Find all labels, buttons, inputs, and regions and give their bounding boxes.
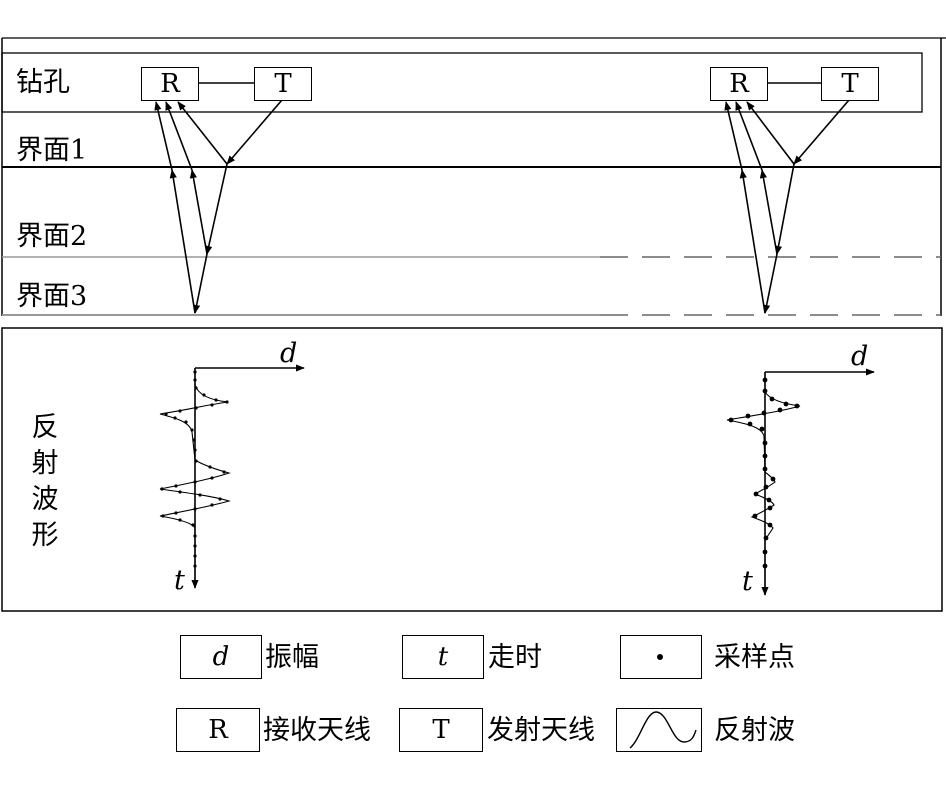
borehole-panel	[1, 37, 946, 316]
interface-3-label: 界面3	[16, 281, 88, 312]
transmitter-antenna-right: T	[821, 67, 879, 101]
legend-receiver-symbol: R	[176, 708, 260, 752]
ray-t-to-interface1-right	[793, 99, 850, 165]
waveform-label-char-1: 反	[31, 412, 59, 443]
waveform-label-char-4: 形	[31, 520, 59, 551]
ray-down-to-interface3-right	[763, 253, 778, 314]
receiver-antenna-left: R	[141, 67, 199, 101]
ray-paths-right	[724, 99, 850, 314]
ray-paths-left	[154, 99, 283, 314]
ray-down-to-interface2-right	[774, 163, 795, 255]
legend-transmitter-symbol: T	[399, 708, 483, 752]
legend-sample-symbol	[620, 635, 702, 679]
ray-up-from-interface3-a-left	[169, 169, 196, 314]
transmitter-antenna-left: T	[254, 67, 312, 101]
waveform-axes-right	[761, 368, 875, 596]
legend-wave-text: 反射波	[714, 715, 795, 746]
ray-up-from-interface3-b-right	[724, 101, 743, 171]
legend-transmitter-text: 发射天线	[487, 715, 595, 746]
legend-wave-symbol	[616, 708, 702, 752]
ray-t-to-interface1-left	[226, 99, 283, 165]
legend-sample-text: 采样点	[714, 642, 795, 673]
waveform-label-char-2: 射	[31, 448, 59, 479]
wave-icon	[629, 711, 697, 749]
borehole	[1, 52, 923, 113]
waveform-trace-right	[726, 372, 801, 588]
ray-up-from-interface2-b-left	[165, 101, 193, 171]
ray-up-from-interface2-b-right	[735, 101, 763, 171]
ray-interface1-to-r-right	[746, 101, 795, 165]
ray-up-from-interface3-a-right	[739, 169, 766, 314]
legend-amplitude-symbol: d	[180, 635, 262, 679]
amplitude-axis-label-left: d	[280, 338, 298, 369]
legend-amplitude-text: 振幅	[265, 642, 319, 673]
dot-icon	[657, 654, 663, 660]
ray-up-from-interface2-a-right	[759, 169, 778, 255]
amplitude-axis-label-right: d	[851, 341, 869, 372]
legend-traveltime-text: 走时	[488, 642, 542, 673]
time-axis-label-right: t	[742, 566, 753, 597]
ray-interface1-to-r-left	[177, 101, 228, 165]
waveform-panel	[1, 327, 943, 612]
ray-down-to-interface2-left	[205, 163, 228, 255]
time-axis-label-left: t	[174, 565, 185, 596]
ray-up-from-interface2-a-left	[189, 169, 208, 255]
waveform-samples-right	[728, 377, 800, 569]
interface-1-label: 界面1	[16, 135, 88, 166]
waveform-label-char-3: 波	[31, 484, 59, 515]
ray-down-to-interface3-left	[193, 253, 208, 314]
receiver-antenna-right: R	[710, 67, 768, 101]
legend-traveltime-symbol: t	[402, 635, 484, 679]
legend-receiver-text: 接收天线	[263, 715, 371, 746]
interface-2-label: 界面2	[16, 221, 88, 252]
borehole-label: 钻孔	[16, 67, 70, 98]
waveform-samples-left	[160, 370, 229, 568]
ray-up-from-interface3-b-left	[154, 101, 173, 171]
